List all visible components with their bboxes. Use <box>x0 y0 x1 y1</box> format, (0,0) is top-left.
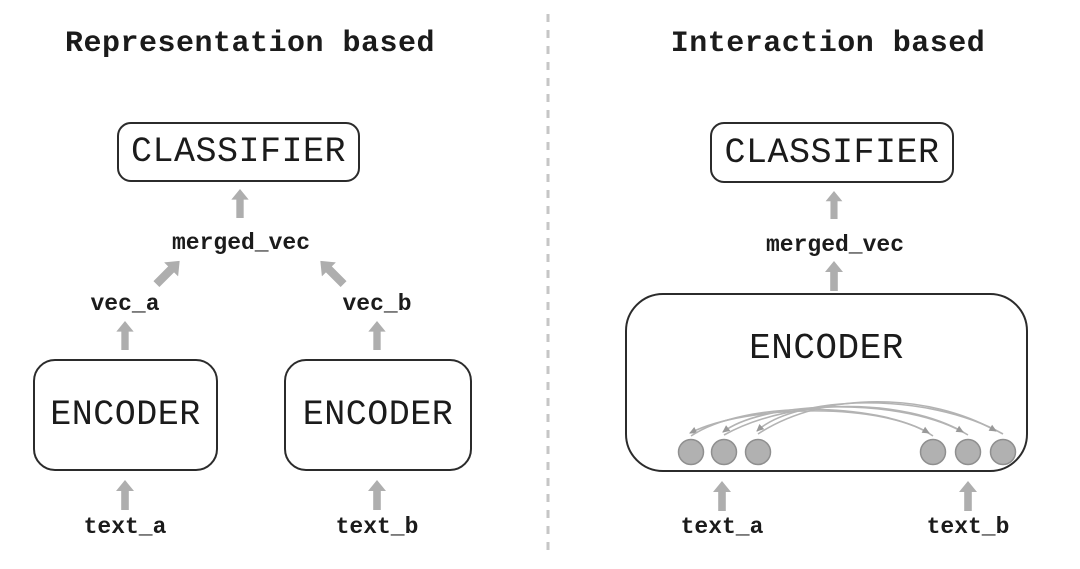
up-arrow-icon <box>959 481 977 511</box>
up-arrow-icon <box>116 480 134 510</box>
encoder-b-label: ENCODER <box>302 395 454 435</box>
encoder-a-label: ENCODER <box>50 395 201 435</box>
joint-encoder-box: ENCODER <box>625 293 1028 472</box>
up-arrow-icon <box>825 191 843 219</box>
up-arrow-icon <box>825 261 843 291</box>
up-arrow-icon <box>231 189 249 218</box>
right-classifier-box: CLASSIFIER <box>710 122 954 183</box>
up-arrow-icon <box>713 481 731 511</box>
diagonal-up-right-arrow-icon <box>149 254 186 291</box>
right-merged-vec-label: merged_vec <box>765 232 905 258</box>
joint-encoder-label: ENCODER <box>749 328 904 369</box>
left-panel-title: Representation based <box>64 27 436 61</box>
vec-b-label: vec_b <box>342 291 412 317</box>
up-arrow-icon <box>116 321 134 350</box>
left-classifier-label: CLASSIFIER <box>130 132 347 172</box>
encoder-b-box: ENCODER <box>284 359 472 471</box>
up-arrow-icon <box>368 480 386 510</box>
left-merged-vec-label: merged_vec <box>171 230 311 256</box>
diagonal-up-left-arrow-icon <box>313 254 350 291</box>
right-text-b-label: text_b <box>926 514 1010 540</box>
left-classifier-box: CLASSIFIER <box>117 122 360 182</box>
left-text-b-label: text_b <box>335 514 419 540</box>
right-panel-title: Interaction based <box>670 27 986 61</box>
right-classifier-label: CLASSIFIER <box>724 132 940 173</box>
left-text-a-label: text_a <box>83 514 167 540</box>
up-arrow-icon <box>368 321 386 350</box>
right-text-a-label: text_a <box>680 514 764 540</box>
vec-a-label: vec_a <box>90 291 160 317</box>
encoder-a-box: ENCODER <box>33 359 218 471</box>
